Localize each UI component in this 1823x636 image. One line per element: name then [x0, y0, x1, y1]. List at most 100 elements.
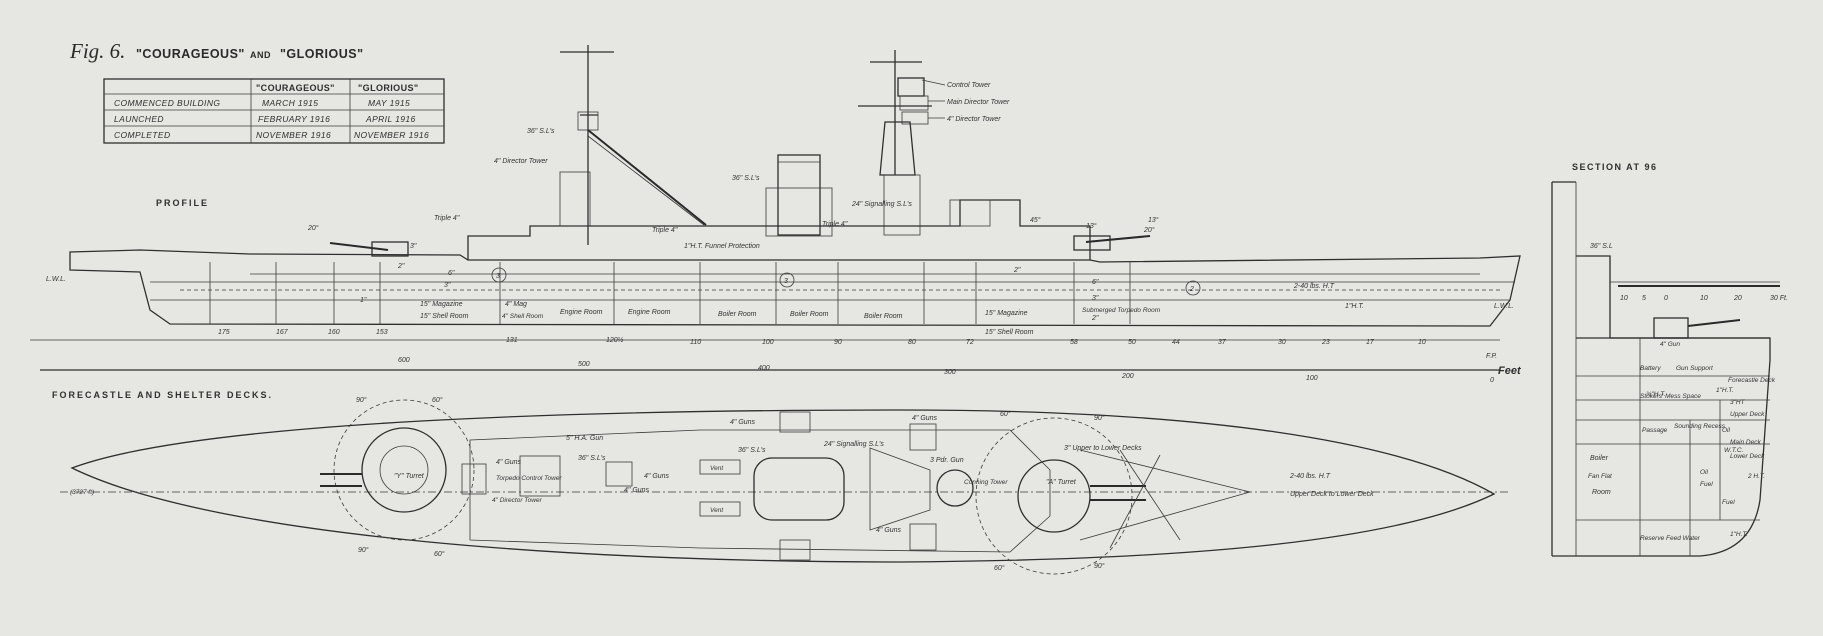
section-hull: [1552, 255, 1771, 557]
y-turret: [320, 399, 475, 541]
angle-label: 20°: [1143, 226, 1155, 234]
label-guns-4f: 4" Guns: [624, 487, 650, 494]
mainmast-tower: Control Tower Main Director Tower 4" Dir…: [858, 50, 1010, 236]
label-section-ht4: 2 H.T.: [1747, 473, 1765, 480]
label-sounding: Sounding Recess: [1674, 423, 1726, 430]
label-plate-fwd: 2-40 lbs. H.T: [1293, 283, 1335, 290]
label-passage: Passage: [1642, 427, 1668, 434]
frame-number: 175: [218, 329, 230, 336]
armour-label: 6": [1092, 279, 1099, 286]
frame-number: 110: [690, 339, 701, 346]
frame-number: 23: [1321, 339, 1330, 346]
label-magazine-aft: 15" Magazine: [420, 301, 463, 308]
label-lower: Lower Deck: [1730, 453, 1765, 460]
fwd-turret-profile: [1073, 235, 1111, 251]
table-header-glorious: "GLORIOUS": [358, 83, 419, 93]
foremast: [560, 45, 707, 245]
angle-label: 20°: [307, 224, 319, 232]
table-cell: MAY 1915: [368, 98, 410, 108]
armour-label: 2": [1013, 267, 1021, 274]
label-triple-4-b: Triple 4": [652, 227, 678, 234]
section-scale-tick: 10: [1700, 295, 1708, 302]
label-sl36-a: 36" S.L's: [578, 455, 606, 462]
label-wtc: W.T.C.: [1724, 447, 1744, 454]
turret-marker: [491, 267, 507, 283]
label-funnel: 1"H.T. Funnel Protection: [684, 243, 760, 250]
table-cell: NOVEMBER 1916: [354, 130, 429, 140]
label-triple-4-a: Triple 4": [434, 215, 460, 222]
label-engine2: Engine Room: [628, 309, 671, 316]
funnel-plan: [753, 457, 845, 521]
aft-structure: [949, 199, 991, 227]
profile-caption: PROFILE: [156, 198, 209, 208]
label-sl36-b: 36" S.L's: [738, 447, 766, 454]
frame-number: 17: [1366, 339, 1375, 346]
frame-number: 131: [506, 337, 518, 344]
armour-label: 3": [1092, 295, 1099, 302]
table-row-label: COMMENCED BUILDING: [114, 98, 220, 108]
label-room: Room: [1592, 489, 1611, 496]
figure-title: Fig. 6. "COURAGEOUS" AND "GLORIOUS": [69, 39, 363, 63]
label-gun-support: Gun Support: [1676, 365, 1714, 372]
label-mag-4: 4" Mag: [505, 301, 527, 308]
angle-label: 90°: [358, 546, 369, 554]
label-lwl-left: L.W.L.: [46, 276, 66, 283]
armour-label: 6": [448, 270, 455, 277]
angle-label: 13°: [1086, 222, 1097, 230]
scale-unit: Feet: [1498, 365, 1522, 377]
label-torpedo: Submerged Torpedo Room: [1082, 307, 1161, 314]
label-conning: Conning Tower: [964, 479, 1008, 486]
label-ha-gun: 5" H.A. Gun: [566, 435, 603, 442]
angle-label: 45°: [1030, 216, 1041, 224]
label-section-boiler: Boiler: [1590, 455, 1609, 462]
frame-number: 100: [762, 339, 774, 346]
aft-gun-barrel: [329, 242, 389, 251]
vent-fwd: [699, 459, 741, 475]
table-header-courageous: "COURAGEOUS": [256, 83, 335, 93]
label-signalling: 24" Signalling S.L's: [851, 201, 912, 208]
table-row-label: LAUNCHED: [114, 114, 164, 124]
frame-number: 160: [328, 329, 340, 336]
midship-section: SECTION AT 96 36" S.L 10 5 0 10 20 30 Ft…: [1551, 162, 1788, 557]
label-fuel1: Fuel: [1700, 481, 1713, 488]
label-turret-x-mid: 3: [784, 278, 788, 285]
label-section-ht5: 1"H.T.: [1730, 531, 1748, 538]
table-cell: APRIL 1916: [365, 114, 416, 124]
label-searchlight-36b: 36" S.L's: [732, 175, 760, 182]
frame-lines: [209, 262, 1131, 324]
label-engine1: Engine Room: [560, 309, 603, 316]
section-gun-house: [1653, 317, 1689, 339]
table-cell: MARCH 1915: [262, 98, 318, 108]
label-boiler3: Boiler Room: [864, 313, 903, 320]
angle-label: 60°: [1000, 410, 1011, 418]
label-section-ht2: 1"H.T.: [1716, 387, 1734, 394]
angle-label: 90°: [1094, 414, 1105, 422]
fwd-gun-barrel: [1085, 235, 1151, 243]
label-main-director: Main Director Tower: [947, 99, 1010, 106]
gun-mounts: [461, 411, 937, 561]
frame-number: 153: [376, 329, 388, 336]
label-upper-to-lower: 3" Upper to Lower Decks: [1064, 445, 1142, 452]
label-fp: F.P.: [1486, 353, 1497, 360]
frame-number: 80: [908, 339, 916, 346]
decks-caption: FORECASTLE AND SHELTER DECKS.: [52, 390, 273, 400]
armour-label: 1": [360, 297, 367, 304]
frame-number: 58: [1070, 339, 1078, 346]
label-tonnage: (3727 ft): [70, 489, 94, 496]
label-upper: Upper Deck: [1730, 411, 1765, 418]
table-row-label: COMPLETED: [114, 130, 171, 140]
label-lwl-right: L.W.L.: [1494, 303, 1514, 310]
label-boiler1: Boiler Room: [718, 311, 757, 318]
armour-label: 3": [444, 282, 451, 289]
vent-aft: [699, 501, 741, 517]
fwd-plating: [1079, 449, 1251, 549]
section-scale-tick: 30 Ft.: [1770, 295, 1788, 302]
angle-label: 60°: [434, 550, 445, 558]
profile-view: Control Tower Main Director Tower 4" Dir…: [30, 45, 1522, 384]
armour-label: 2": [397, 263, 405, 270]
frame-number: 167: [276, 329, 289, 336]
figure-conjunction: AND: [250, 50, 271, 60]
length-scale: 600 500 400 300 200 100 0 Feet: [30, 339, 1522, 384]
label-director-4in: 4" Director Tower: [947, 116, 1001, 123]
